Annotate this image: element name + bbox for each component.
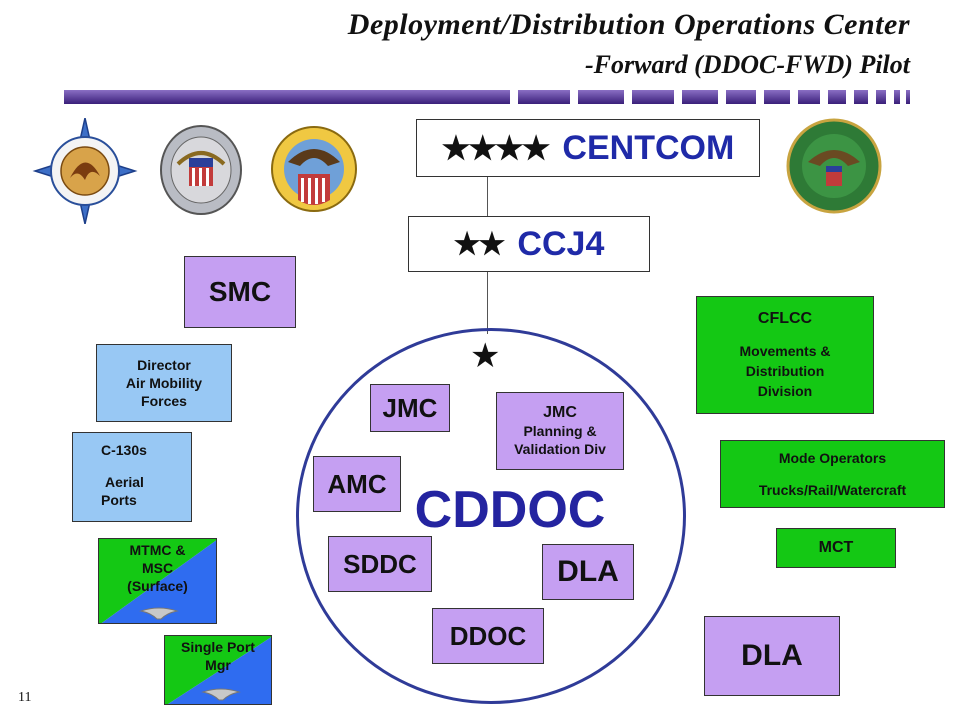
ccj4-box: ★★ CCJ4 xyxy=(408,216,650,272)
cddoc-circle xyxy=(296,328,686,704)
jcs-seal-icon xyxy=(160,125,242,215)
eagle-insignia-icon xyxy=(139,607,179,620)
eagle-insignia-icon xyxy=(201,688,241,701)
centcom-seal-icon xyxy=(786,118,882,214)
c130-box: C-130s Aerial Ports xyxy=(72,432,192,522)
amc-box: AMC xyxy=(313,456,401,512)
centcom-label: CENTCOM xyxy=(562,128,735,167)
cflcc-box: CFLCC Movements & Distribution Division xyxy=(696,296,874,414)
jmc-planning-box: JMC Planning & Validation Div xyxy=(496,392,624,470)
director-line-3: Forces xyxy=(141,393,187,409)
mct-box: MCT xyxy=(776,528,896,568)
mtmc-line-2: MSC xyxy=(141,560,174,576)
mtmc-line-1: MTMC & xyxy=(129,542,186,558)
director-line-2: Air Mobility xyxy=(125,375,203,391)
jmc-planning-line-1: JMC xyxy=(543,404,577,421)
cflcc-line-4: Division xyxy=(757,383,813,399)
connector-ccj4-cddoc xyxy=(487,272,488,334)
single-port-mgr-box: Single Port Mgr xyxy=(164,635,272,705)
jmc-box: JMC xyxy=(370,384,450,432)
title-line-2: -Forward (DDOC-FWD) Pilot xyxy=(584,50,910,79)
cflcc-line-1: CFLCC xyxy=(757,310,813,327)
jmc-planning-line-2: Planning & xyxy=(523,423,597,439)
c130-line-1: C-130s xyxy=(101,442,147,458)
mtmc-line-3: (Surface) xyxy=(127,578,188,594)
cddoc-label: CDDOC xyxy=(414,481,606,539)
four-star-icon: ★★★★ xyxy=(441,130,551,166)
c130-line-2: Aerial xyxy=(105,474,144,490)
page-number: 11 xyxy=(18,690,32,705)
mode-line-2: Trucks/Rail/Watercraft xyxy=(758,482,907,498)
mtmc-msc-box: MTMC & MSC (Surface) xyxy=(98,538,217,624)
transcom-seal-icon xyxy=(32,118,138,224)
cflcc-line-2: Movements & xyxy=(739,343,831,359)
director-line-1: Director xyxy=(137,357,191,373)
mode-operators-box: Mode Operators Trucks/Rail/Watercraft xyxy=(720,440,945,508)
director-amf-box: Director Air Mobility Forces xyxy=(96,344,232,422)
spm-line-2: Mgr xyxy=(205,657,231,673)
connector-centcom-ccj4 xyxy=(487,176,488,216)
smc-box: SMC xyxy=(184,256,296,328)
cflcc-line-3: Distribution xyxy=(745,363,825,379)
title-line-1: Deployment/Distribution Operations Cente… xyxy=(347,8,910,41)
c130-line-3: Ports xyxy=(101,492,137,508)
dla-box: DLA xyxy=(704,616,840,696)
two-star-icon: ★★ xyxy=(453,227,506,261)
ddoc-box: DDOC xyxy=(432,608,544,664)
jmc-planning-line-3: Validation Div xyxy=(514,441,606,457)
cddoc-dla-box: DLA xyxy=(542,544,634,600)
mode-line-1: Mode Operators xyxy=(778,450,887,466)
sddc-box: SDDC xyxy=(328,536,432,592)
one-star-icon: ★ xyxy=(470,337,501,375)
dla-seal-icon xyxy=(271,126,357,212)
ccj4-label: CCJ4 xyxy=(517,224,605,263)
spm-line-1: Single Port xyxy=(181,639,255,655)
centcom-box: ★★★★ CENTCOM xyxy=(416,119,760,177)
